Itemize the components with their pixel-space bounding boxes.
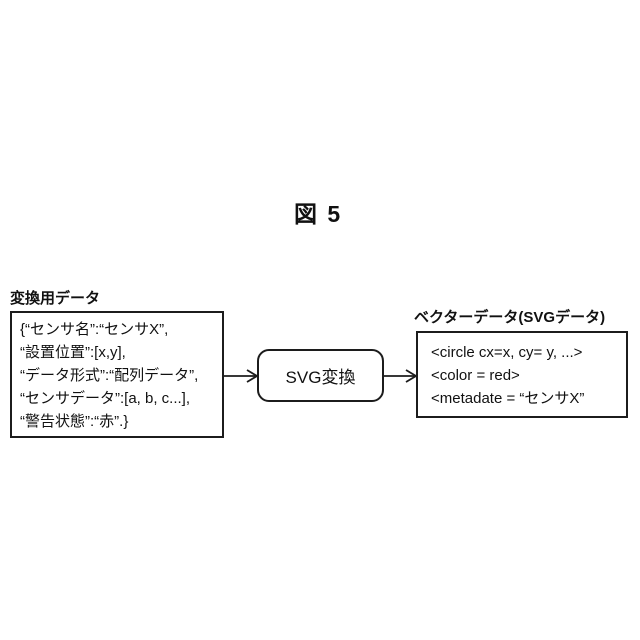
svg-line-circle: <circle cx=x, cy= y, ...> xyxy=(431,344,583,361)
svg-line-metadata: <metadate = “センサX” xyxy=(431,390,585,407)
flow-arrow-left-icon xyxy=(222,369,259,383)
json-line-sensor-name: {“センサ名”:“センサX”, xyxy=(20,321,169,338)
json-line-position: “設置位置”:[x,y], xyxy=(20,344,126,361)
svg-line-color: <color = red> xyxy=(431,367,520,384)
svg-convert-process-box: SVG変換 xyxy=(257,349,384,402)
json-line-data-format: “データ形式”:“配列データ”, xyxy=(20,367,199,384)
json-line-sensor-data: “センサデータ”:[a, b, c...], xyxy=(20,390,191,407)
json-line-alert-state: “警告状態”:“赤”.} xyxy=(20,413,129,430)
input-data-label: 変換用データ xyxy=(10,290,101,307)
figure-title: 図 5 xyxy=(294,201,343,227)
svg-convert-label: SVG変換 xyxy=(285,368,356,387)
output-data-label: ベクターデータ(SVGデータ) xyxy=(414,309,606,326)
output-data-box: <circle cx=x, cy= y, ...> <color = red> … xyxy=(416,331,628,418)
flow-arrow-right-icon xyxy=(382,369,418,383)
input-data-box: {“センサ名”:“センサX”, “設置位置”:[x,y], “データ形式”:“配… xyxy=(10,311,224,438)
